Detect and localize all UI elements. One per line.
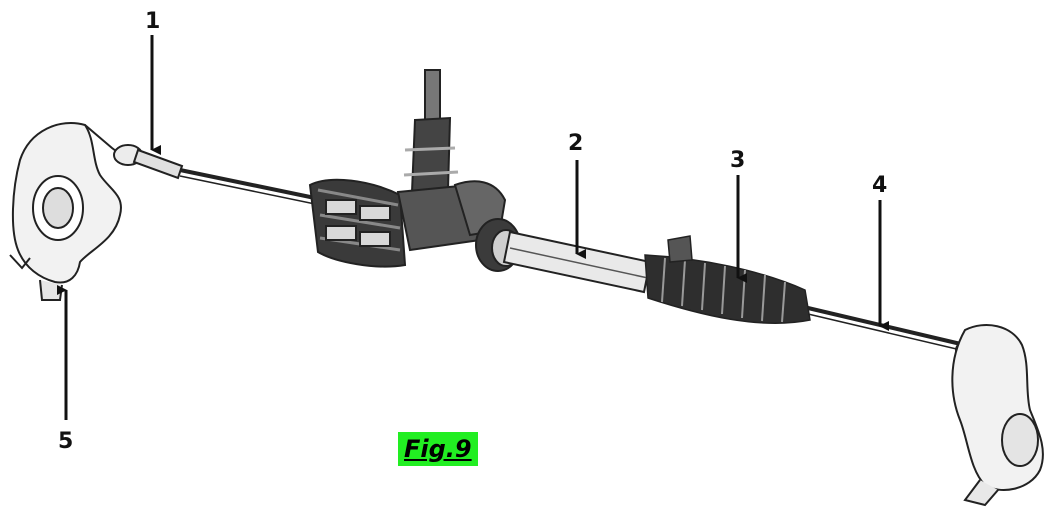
left-tie-rod — [113, 144, 316, 205]
figure-caption: Fig.9 — [398, 432, 478, 466]
callout-label-2: 2 — [568, 131, 583, 156]
callout-label-1: 1 — [145, 9, 160, 34]
rack-housing-left — [308, 178, 407, 268]
right-tie-rod — [807, 306, 981, 360]
rack-tube — [502, 230, 652, 294]
right-steering-knuckle — [951, 324, 1044, 507]
left-steering-knuckle — [9, 122, 129, 301]
callout-arrows — [57, 35, 889, 420]
callout-label-3: 3 — [730, 148, 745, 173]
rack-boot-right — [644, 235, 811, 324]
callout-label-4: 4 — [872, 173, 887, 198]
callout-label-5: 5 — [58, 429, 73, 454]
